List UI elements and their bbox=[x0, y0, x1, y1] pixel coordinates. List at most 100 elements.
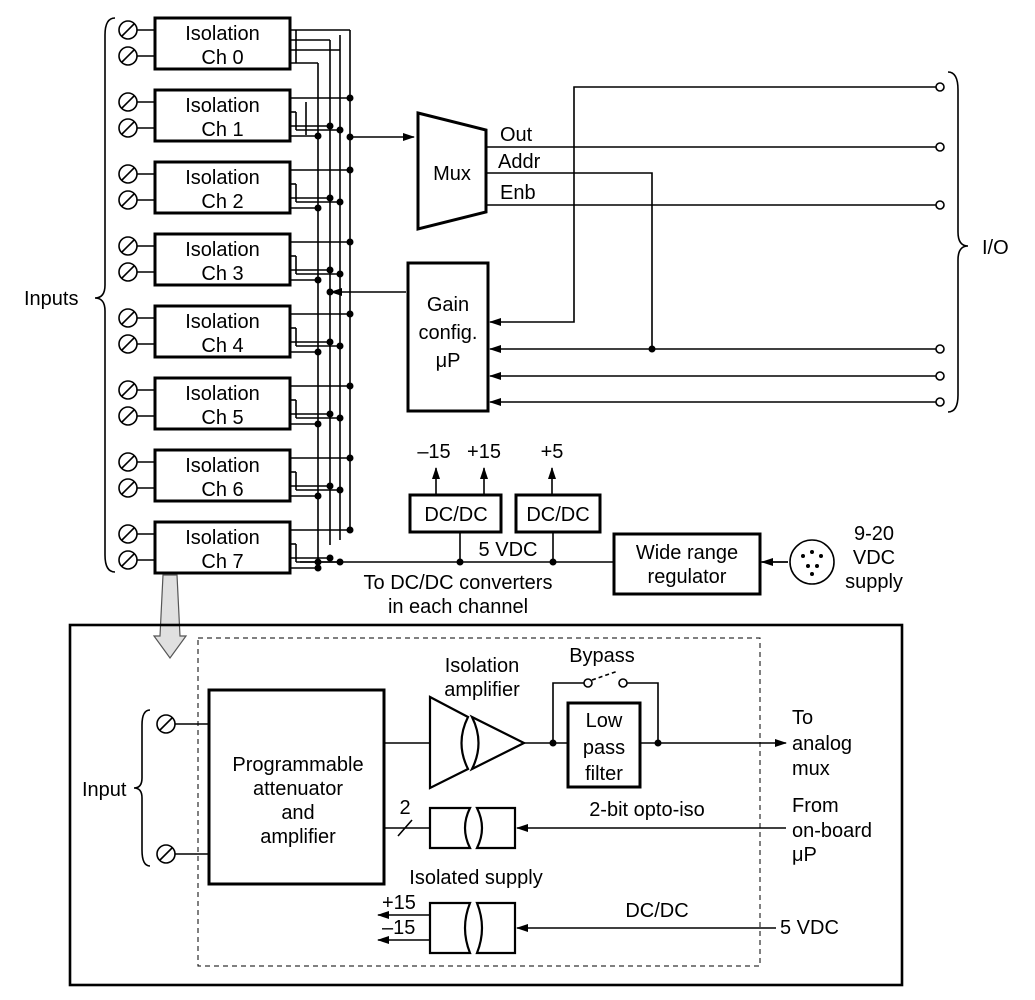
gain-label-2: config. bbox=[419, 322, 478, 344]
mux-label: Mux bbox=[433, 163, 471, 185]
bus-junction bbox=[346, 94, 354, 102]
channel-label-number: Ch 4 bbox=[201, 335, 243, 357]
isolated-supply-label: Isolated supply bbox=[409, 867, 542, 889]
bus-junction bbox=[314, 558, 322, 566]
bus-junction bbox=[326, 410, 334, 418]
bus-junction bbox=[326, 288, 334, 296]
bus-junction bbox=[346, 382, 354, 390]
lpf-label-3: filter bbox=[585, 763, 623, 785]
zoom-arrow-icon bbox=[152, 574, 188, 660]
bus-junction bbox=[326, 554, 334, 562]
input-terminal-icon bbox=[118, 20, 138, 40]
from-uP-label-1: From bbox=[792, 795, 839, 817]
to-mux-label-1: To bbox=[792, 707, 813, 729]
bus-junction bbox=[346, 133, 354, 141]
gain-label-3: μP bbox=[436, 350, 461, 372]
mux-addr-label: Addr bbox=[498, 151, 541, 173]
isolation-boundary bbox=[197, 637, 761, 967]
opto-label: 2-bit opto-iso bbox=[589, 799, 705, 821]
channel-wiring bbox=[290, 29, 351, 565]
from-uP-label-3: μP bbox=[792, 844, 817, 866]
input-terminal-icon bbox=[118, 46, 138, 66]
opto-isolator-icon bbox=[428, 806, 517, 850]
bus-junction bbox=[314, 348, 322, 356]
attenuator-label-1: Programmable bbox=[232, 754, 363, 776]
attenuator-label-2: attenuator bbox=[253, 778, 343, 800]
minus15-label: –15 bbox=[417, 441, 450, 463]
lpf-label-2: pass bbox=[583, 737, 625, 759]
bus-junction bbox=[326, 122, 334, 130]
channel-label-isolation: Isolation bbox=[185, 167, 260, 189]
input-terminal-icon bbox=[118, 478, 138, 498]
low-pass-filter-block: Low pass filter bbox=[566, 701, 642, 789]
channel-label-number: Ch 1 bbox=[201, 119, 243, 141]
iso-minus15-label: –15 bbox=[382, 917, 415, 939]
to-converters-label-1: To DC/DC converters bbox=[364, 572, 553, 594]
io-ports bbox=[935, 82, 945, 407]
inputs-brace bbox=[94, 17, 116, 573]
input-terminal-icon bbox=[156, 714, 176, 734]
bus-junction bbox=[336, 198, 344, 206]
bus-5vdc-label: 5 VDC bbox=[479, 539, 538, 561]
gain-label-1: Gain bbox=[427, 294, 469, 316]
bus-junction bbox=[346, 166, 354, 174]
channel-label-isolation: Isolation bbox=[185, 311, 260, 333]
bus-junction bbox=[314, 132, 322, 140]
channel-label-number: Ch 0 bbox=[201, 47, 243, 69]
supply-connector-icon bbox=[789, 539, 835, 585]
input-terminal-icon bbox=[118, 308, 138, 328]
channel-label-isolation: Isolation bbox=[185, 383, 260, 405]
to-mux-label-3: mux bbox=[792, 758, 830, 780]
bus-junction bbox=[346, 454, 354, 462]
input-terminal-icon bbox=[118, 380, 138, 400]
bus-junction bbox=[336, 342, 344, 350]
programmable-attenuator-block: Programmable attenuator and amplifier bbox=[207, 688, 386, 886]
dcdc-left-label: DC/DC bbox=[424, 504, 487, 526]
to-mux-label-2: analog bbox=[792, 733, 852, 755]
isolated-supply-icon bbox=[428, 901, 517, 955]
attenuator-label-4: amplifier bbox=[260, 826, 336, 848]
channel-label-number: Ch 7 bbox=[201, 551, 243, 573]
dcdc-right-label: DC/DC bbox=[526, 504, 589, 526]
input-terminal-icon bbox=[118, 334, 138, 354]
bypass-switch-icon bbox=[591, 670, 619, 681]
attenuator-label-3: and bbox=[281, 802, 314, 824]
input-terminal-icon bbox=[118, 236, 138, 256]
channel-label-isolation: Isolation bbox=[185, 95, 260, 117]
channel-label-isolation: Isolation bbox=[185, 455, 260, 477]
input-terminal-icon bbox=[118, 92, 138, 112]
isolation-amplifier-icon bbox=[428, 695, 527, 790]
bus-junction bbox=[326, 266, 334, 274]
channel-taps bbox=[290, 94, 354, 572]
iso-plus15-label: +15 bbox=[382, 892, 416, 914]
bus-junction bbox=[336, 486, 344, 494]
input-terminal-icon bbox=[118, 452, 138, 472]
channel-label-number: Ch 6 bbox=[201, 479, 243, 501]
regulator-label-1: Wide range bbox=[636, 542, 738, 564]
io-brace bbox=[947, 71, 969, 413]
input-terminal-icon bbox=[118, 190, 138, 210]
bypass-label: Bypass bbox=[569, 645, 635, 667]
iso-amp-label-2: amplifier bbox=[444, 679, 520, 701]
input-terminal-icon bbox=[118, 262, 138, 282]
io-label: I/O bbox=[982, 237, 1009, 259]
mux-block: Mux bbox=[416, 111, 488, 231]
bus-junction bbox=[314, 204, 322, 212]
mux-out-label: Out bbox=[500, 124, 533, 146]
io-lines bbox=[486, 86, 936, 406]
from-uP-label-2: on-board bbox=[792, 820, 872, 842]
bus-junction bbox=[314, 492, 322, 500]
bypass-switch-contact bbox=[583, 678, 593, 688]
bus-junction bbox=[346, 238, 354, 246]
iso-amp-label-1: Isolation bbox=[445, 655, 520, 677]
bus-junction bbox=[336, 270, 344, 278]
lpf-label-1: Low bbox=[586, 710, 623, 732]
detail-5vdc-label: 5 VDC bbox=[780, 917, 839, 939]
